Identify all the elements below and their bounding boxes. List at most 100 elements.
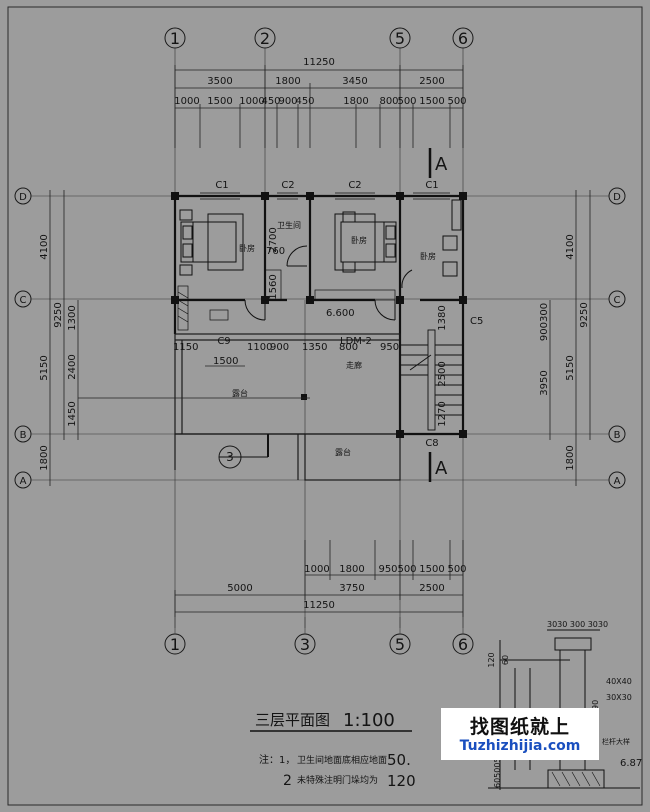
- svg-text:A: A: [435, 458, 448, 479]
- window-c1-left: C1: [215, 180, 228, 191]
- interior-dim-lines: [78, 339, 400, 399]
- floor-elevation: 6.600: [326, 308, 355, 319]
- watermark-box: 找图纸就上 Tuzhizhijia.com: [441, 708, 599, 760]
- svg-text:5000: 5000: [227, 583, 252, 594]
- svg-text:3750: 3750: [339, 583, 364, 594]
- svg-text:900: 900: [270, 342, 289, 353]
- svg-text:450: 450: [295, 96, 314, 107]
- svg-text:1800: 1800: [39, 445, 50, 470]
- grid-label-a-right: A: [614, 476, 621, 487]
- corridor-label: 走廊: [346, 360, 362, 370]
- window-c5: C5: [470, 316, 483, 327]
- bed-left-icon: [179, 209, 244, 276]
- svg-text:120: 120: [487, 652, 496, 667]
- svg-text:1270: 1270: [437, 401, 448, 426]
- notes: 注：1， 卫生间地面底相应地面 50. 2 未特殊注明门垛均为 120: [259, 751, 416, 790]
- svg-text:2500: 2500: [419, 583, 444, 594]
- svg-text:1560: 1560: [268, 274, 279, 299]
- svg-text:3: 3: [226, 450, 234, 464]
- right-dimension-lines: [549, 190, 591, 486]
- svg-text:800: 800: [379, 96, 398, 107]
- svg-text:3030 300 3030: 3030 300 3030: [547, 620, 608, 629]
- svg-text:1350: 1350: [302, 342, 327, 353]
- svg-text:1500: 1500: [213, 356, 238, 367]
- section-marker-top: A: [428, 148, 448, 178]
- svg-text:1380: 1380: [437, 305, 448, 330]
- note-1-num: 注：1，: [259, 753, 295, 766]
- svg-text:1800: 1800: [343, 96, 368, 107]
- grid-label-6-bottom: 6: [458, 635, 468, 654]
- top-dimension-lines: [174, 65, 464, 148]
- window-marks: [200, 192, 450, 200]
- grid-label-c-right: C: [614, 295, 621, 306]
- svg-text:900300: 900300: [539, 303, 550, 341]
- svg-text:950: 950: [378, 564, 397, 575]
- svg-text:5150: 5150: [565, 355, 576, 380]
- svg-text:450: 450: [261, 96, 280, 107]
- note-1-text: 卫生间地面底相应地面: [297, 754, 387, 766]
- watermark-cn: 找图纸就上: [469, 716, 570, 738]
- grid-label-3-bottom: 3: [300, 635, 310, 654]
- staircase-icon: [400, 329, 463, 431]
- watermark-url: Tuzhizhijia.com: [459, 738, 581, 754]
- note-1-value: 50.: [387, 751, 411, 769]
- svg-text:3950: 3950: [539, 370, 550, 395]
- bed-right-icon: [334, 211, 397, 273]
- drawing-frame: [7, 6, 643, 806]
- svg-text:3500: 3500: [207, 76, 232, 87]
- svg-text:60: 60: [501, 655, 510, 665]
- door-ldm2: LDM-2: [340, 336, 372, 347]
- svg-text:1500: 1500: [207, 96, 232, 107]
- svg-text:1000: 1000: [239, 96, 264, 107]
- window-c8: C8: [425, 438, 438, 449]
- grid-label-d-left: D: [19, 192, 27, 203]
- terrace-label: 露台: [232, 388, 248, 398]
- grid-label-b-left: B: [20, 430, 27, 441]
- section-marker-bottom: A: [428, 452, 448, 482]
- grid-label-c-left: C: [20, 295, 27, 306]
- dim-bottom-row2: 5000 3750 2500: [227, 583, 444, 594]
- svg-text:1450: 1450: [67, 401, 78, 426]
- svg-text:1800: 1800: [565, 445, 576, 470]
- terrace-outline: [174, 333, 401, 481]
- window-c1-right: C1: [425, 180, 438, 191]
- window-c2-right: C2: [348, 180, 361, 191]
- svg-text:1000: 1000: [304, 564, 329, 575]
- bottom-dimension-lines: [174, 540, 464, 617]
- svg-text:2400: 2400: [67, 354, 78, 379]
- drawing-scale: 1:100: [343, 710, 395, 731]
- grid-markers-side: D C B A D C B A: [14, 187, 626, 489]
- svg-text:760: 760: [266, 246, 285, 257]
- svg-text:800: 800: [339, 342, 358, 353]
- svg-text:500: 500: [447, 96, 466, 107]
- room-bed1-label: 卧房: [239, 243, 255, 253]
- drawing-title: 三层平面图: [255, 711, 330, 729]
- svg-text:9250: 9250: [579, 302, 590, 327]
- grid-label-a-left: A: [20, 476, 27, 487]
- grid-markers-bottom: 1 3 5 6: [164, 617, 474, 655]
- closet-hatch: [177, 269, 396, 331]
- dim-right: 4100 5150 1800 9250 900300 3950: [539, 234, 590, 470]
- grid-label-d-right: D: [613, 192, 621, 203]
- svg-text:4100: 4100: [39, 234, 50, 259]
- svg-text:60500500: 60500500: [493, 747, 502, 788]
- note-2-value: 120: [387, 772, 416, 790]
- svg-text:1500: 1500: [419, 96, 444, 107]
- svg-text:2700: 2700: [268, 227, 279, 252]
- door-swings: [244, 245, 413, 321]
- svg-text:6.87: 6.87: [620, 758, 642, 769]
- note-2-num: 2: [283, 773, 292, 789]
- svg-text:1500: 1500: [419, 564, 444, 575]
- dim-top-row1: 3500 1800 3450 2500: [207, 76, 444, 87]
- railing-detail: 3030 300 3030 120 60 40X40 30X30 1190 栏杆…: [487, 620, 642, 790]
- armchair-icons: [442, 199, 462, 277]
- svg-text:1300: 1300: [67, 305, 78, 330]
- grid-markers-top: 1 2 5 6: [164, 27, 474, 49]
- svg-text:2500: 2500: [419, 76, 444, 87]
- svg-text:500: 500: [397, 96, 416, 107]
- grid-label-1-bottom: 1: [170, 635, 180, 654]
- svg-text:2500: 2500: [437, 361, 448, 386]
- svg-text:1800: 1800: [339, 564, 364, 575]
- svg-text:1100: 1100: [247, 342, 272, 353]
